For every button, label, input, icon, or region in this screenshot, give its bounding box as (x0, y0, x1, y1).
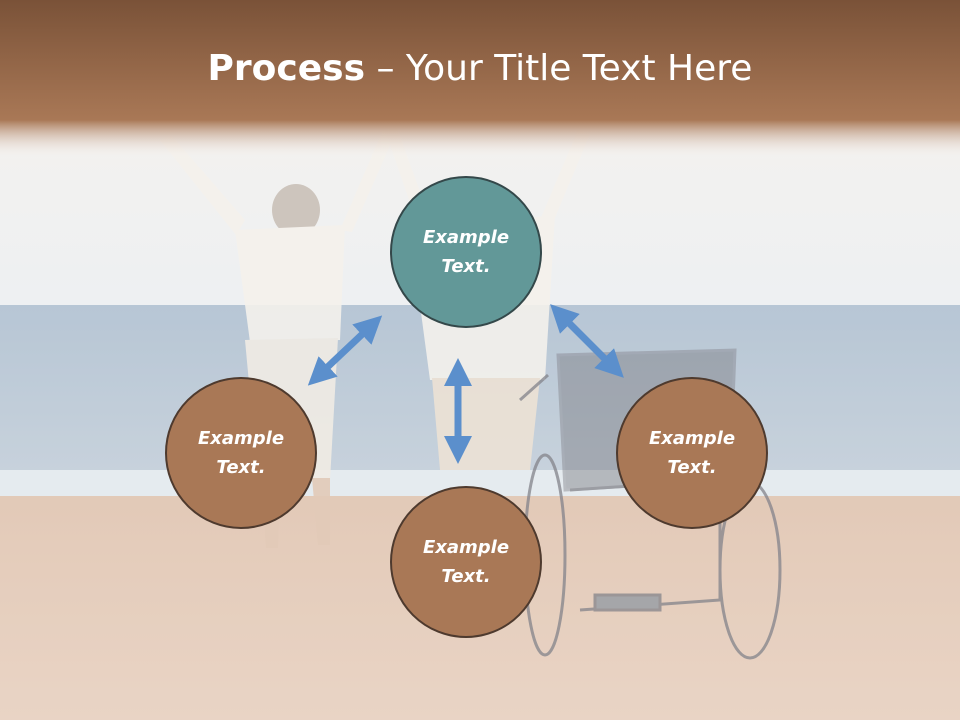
node-bottom-line2: Text. (441, 566, 491, 587)
node-bottom[interactable]: Example Text. (390, 486, 542, 638)
node-right-line1: Example (648, 428, 736, 449)
node-bottom-line1: Example (422, 537, 510, 558)
node-left-line1: Example (197, 428, 285, 449)
node-top-line2: Text. (441, 256, 491, 277)
slide-title-rest: – Your Title Text Here (365, 48, 753, 89)
node-top-line1: Example (422, 227, 510, 248)
node-left-line2: Text. (216, 457, 266, 478)
node-right[interactable]: Example Text. (616, 377, 768, 529)
node-left[interactable]: Example Text. (165, 377, 317, 529)
node-top[interactable]: Example Text. (390, 176, 542, 328)
slide-title: Process – Your Title Text Here (0, 48, 960, 89)
slide-title-bold: Process (207, 48, 366, 89)
node-right-line2: Text. (667, 457, 717, 478)
